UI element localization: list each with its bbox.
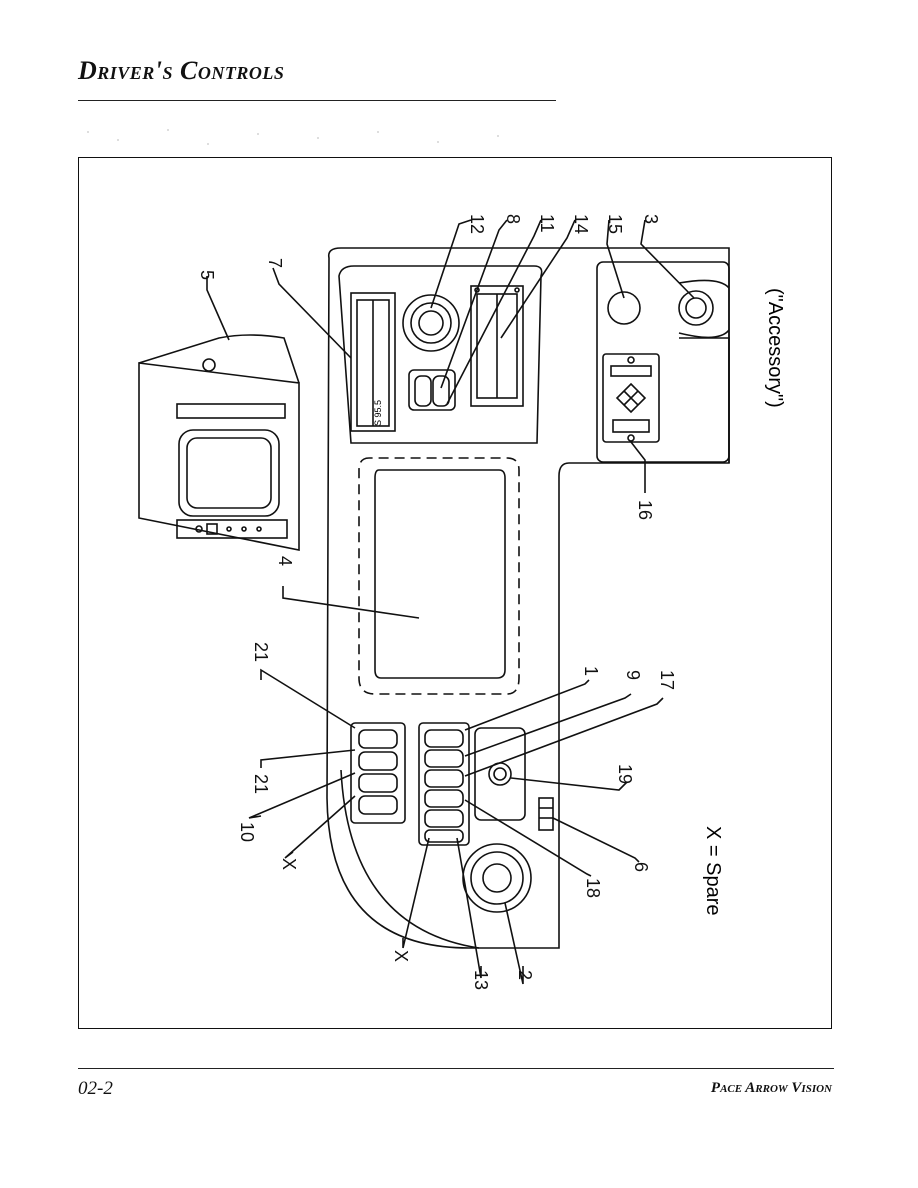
callout-11: 11 (537, 214, 557, 233)
callout-19: 19 (615, 764, 635, 784)
callout-1: 1 (581, 666, 601, 676)
callout-9: 9 (623, 670, 643, 680)
footer-rule (78, 1068, 834, 1069)
callout-8: 8 (503, 214, 523, 224)
callout-16: 16 (635, 500, 655, 520)
callout-12: 12 (467, 214, 487, 234)
callout-14: 14 (571, 214, 591, 234)
callout-21-top: 21 (251, 642, 271, 662)
accessory-caption: ("Accessory") (764, 288, 786, 408)
callout-6: 6 (631, 862, 651, 872)
dashboard-diagram: S 95.5 12 8 11 14 15 3 5 7 4 16 21 21 10… (138, 214, 786, 990)
callout-5: 5 (197, 270, 217, 280)
callout-2: 2 (515, 970, 535, 980)
spare-caption: X = Spare (702, 826, 724, 916)
radio-display-text: S 95.5 (373, 400, 383, 426)
callout-18: 18 (583, 878, 603, 898)
callout-21-bottom: 21 (251, 774, 271, 794)
footer-product-name: Pace Arrow Vision (710, 1080, 832, 1096)
dash-panel-outline (326, 247, 730, 949)
page-title: Driver's Controls (78, 56, 285, 85)
callout-17: 17 (657, 670, 677, 690)
callout-3: 3 (641, 214, 661, 224)
callout-7: 7 (265, 258, 285, 268)
scan-noise (87, 129, 499, 145)
title-rule (78, 100, 556, 101)
callout-13: 13 (471, 970, 491, 990)
callout-4: 4 (275, 556, 295, 566)
callout-x-left: X (279, 858, 299, 870)
callout-x-bottom: X (391, 950, 411, 962)
callout-10: 10 (237, 822, 257, 842)
callout-15: 15 (605, 214, 625, 234)
footer-page-number: 02-2 (78, 1078, 113, 1099)
diagram-frame: S 95.5 12 8 11 14 15 3 5 7 4 16 21 21 10… (78, 157, 832, 1029)
